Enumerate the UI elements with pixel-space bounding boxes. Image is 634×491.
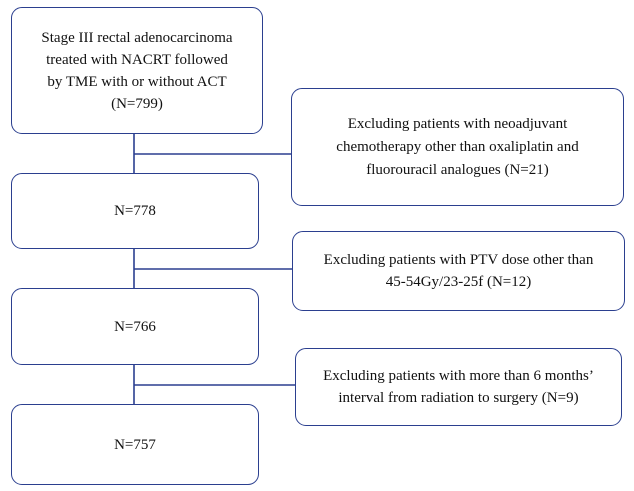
box-count: N=766 (114, 318, 156, 335)
main-box-initial-cohort: Stage III rectal adenocarcinoma treated … (11, 7, 263, 134)
exclusion-box-chemotherapy: Excluding patients with neoadjuvant chem… (291, 88, 624, 206)
box-text-line: treated with NACRT followed (46, 51, 228, 68)
main-box-final-cohort: N=757 (11, 404, 259, 485)
box-count: (N=799) (111, 95, 163, 112)
box-text-line: Stage III rectal adenocarcinoma (41, 29, 233, 46)
box-text-line: Excluding patients with more than 6 mont… (323, 368, 594, 384)
box-text-line: Excluding patients with PTV dose other t… (323, 252, 594, 268)
box-count: N=778 (114, 203, 156, 219)
exclusion-box-interval: Excluding patients with more than 6 mont… (295, 348, 622, 426)
main-box-after-exclusion-1: N=778 (11, 173, 259, 249)
box-text-line: by TME with or without ACT (47, 73, 227, 90)
main-box-after-exclusion-2: N=766 (11, 288, 259, 365)
box-count: N=757 (114, 436, 156, 453)
box-text-line: Excluding patients with neoadjuvant (347, 115, 568, 132)
exclusion-box-ptv-dose: Excluding patients with PTV dose other t… (292, 231, 625, 311)
box-text-line: chemotherapy other than oxaliplatin and (336, 138, 579, 155)
box-text-line: fluorouracil analogues (N=21) (366, 161, 549, 178)
box-text-line: 45-54Gy/23-25f (N=12) (385, 274, 532, 290)
box-text-line: interval from radiation to surgery (N=9) (338, 390, 579, 406)
